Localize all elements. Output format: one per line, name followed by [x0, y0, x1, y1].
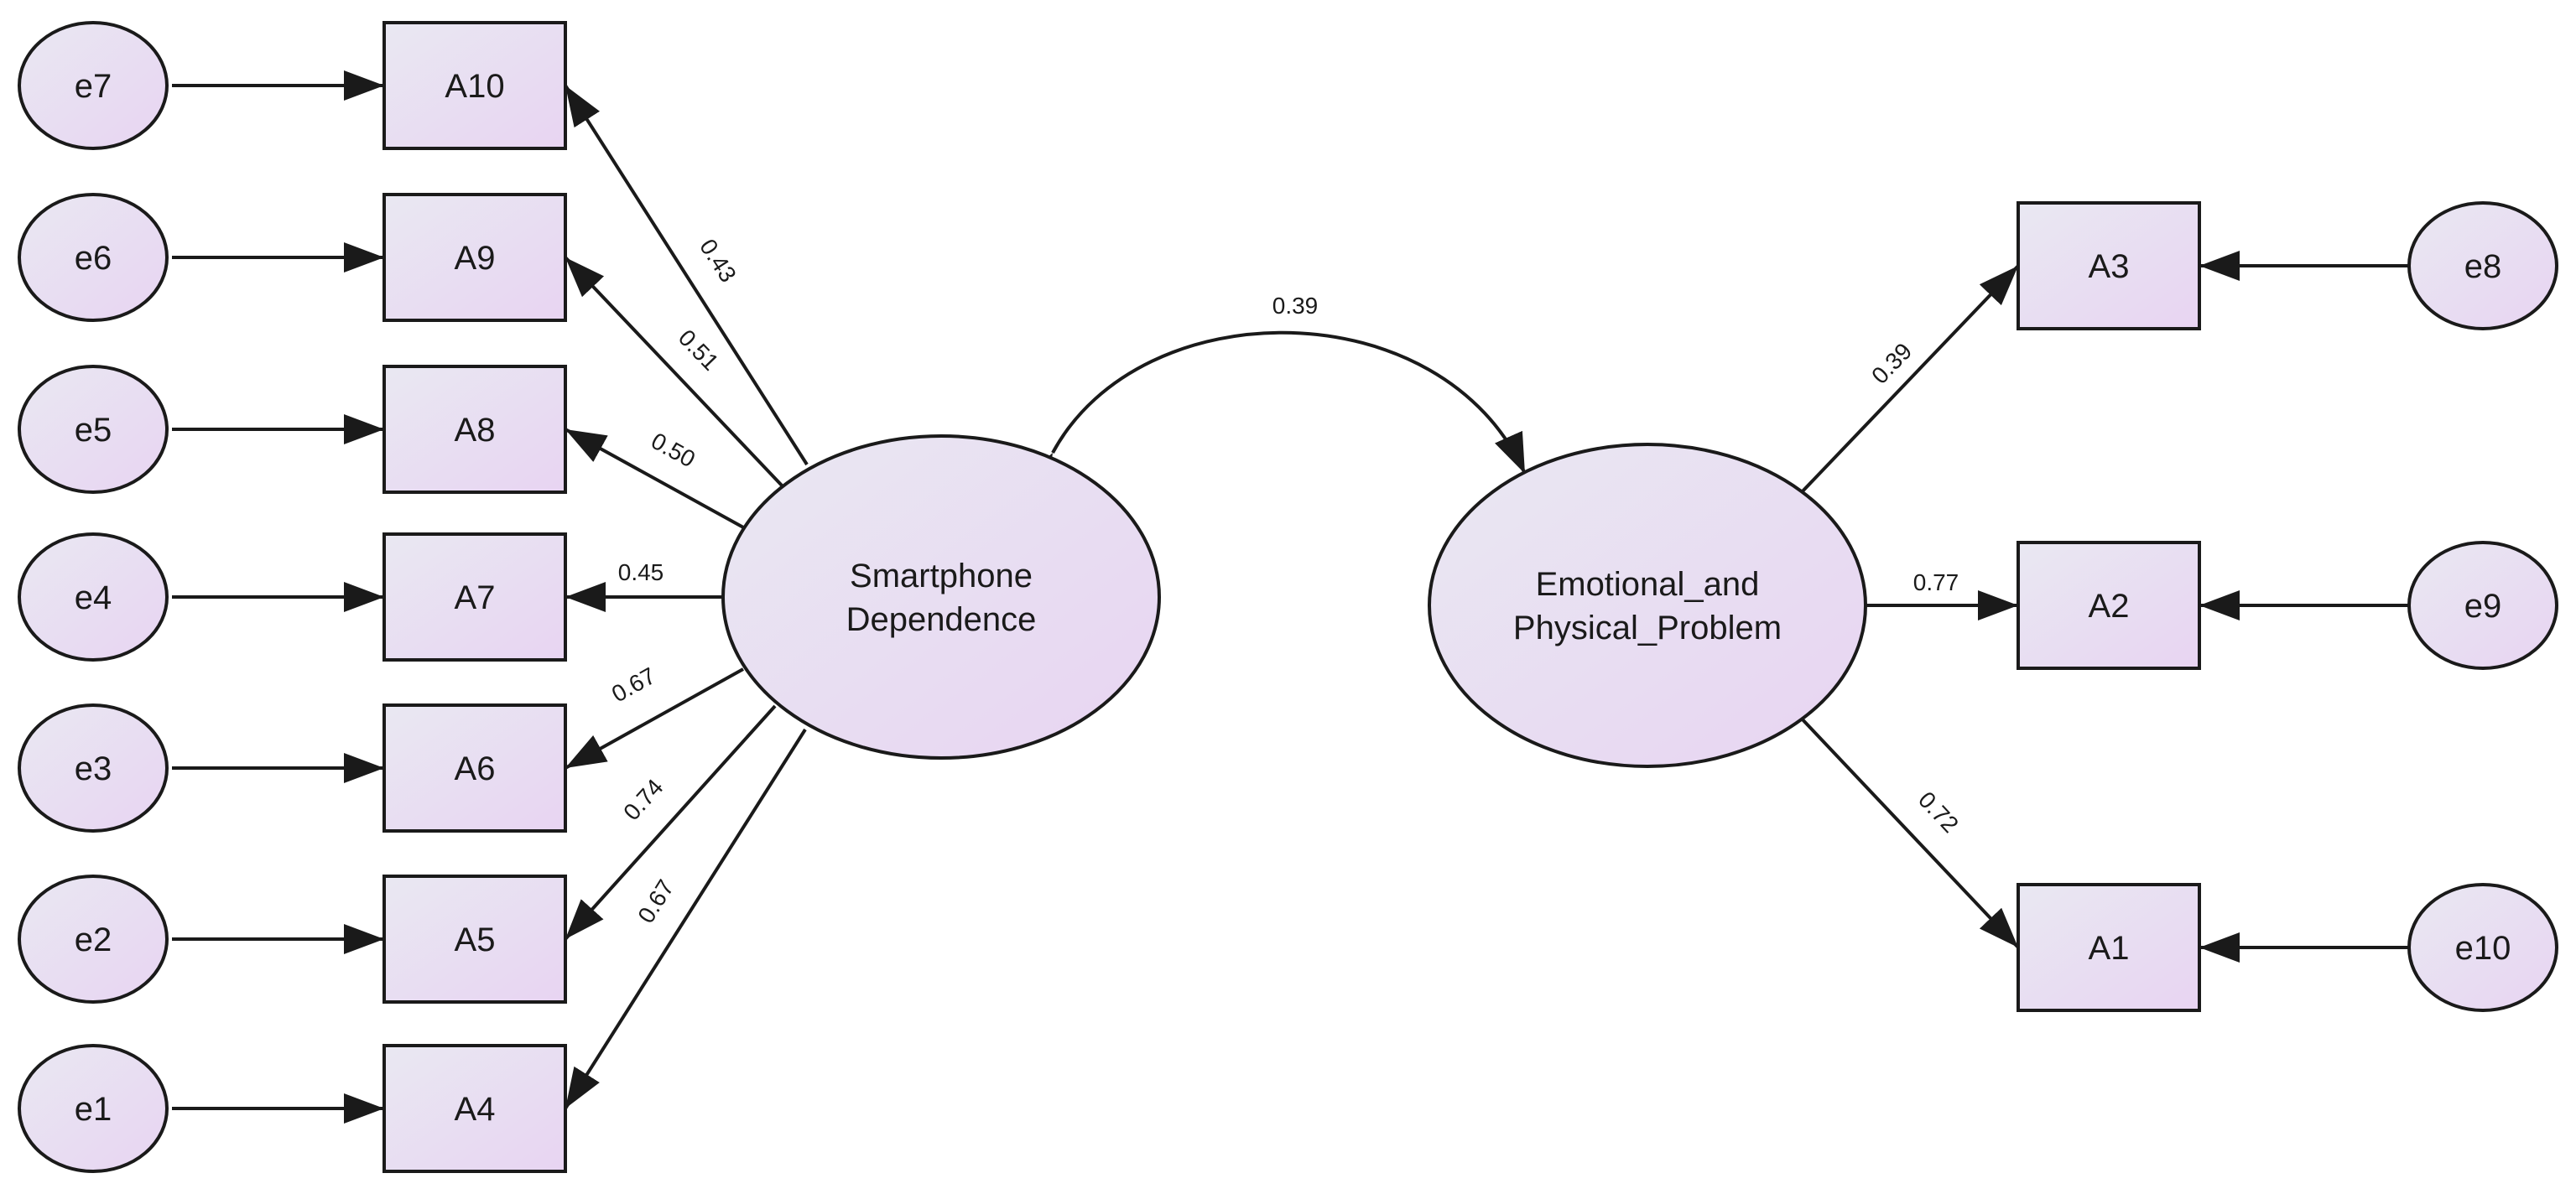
error-label-e1: e1 [75, 1091, 112, 1128]
error-label-e6: e6 [75, 240, 112, 277]
latent-label-emotional-line1: Emotional_and [1536, 566, 1760, 603]
loading-label-A5: 0.74 [618, 774, 669, 825]
latent-node-smartphone-dependence: Smartphone Dependence [721, 434, 1161, 760]
indicator-label-A3: A3 [2089, 248, 2130, 285]
loading-arrow-A9 [564, 256, 784, 488]
loading-arrow-A8 [565, 428, 746, 530]
error-node-e10: e10 [2407, 883, 2558, 1012]
latent-node-emotional-physical-problem: Emotional_and Physical_Problem [1428, 443, 1867, 768]
latent-label-smartphone-line2: Dependence [846, 601, 1037, 638]
indicator-label-A2: A2 [2089, 588, 2130, 625]
indicator-node-A2: A2 [2017, 541, 2201, 670]
error-label-e2: e2 [75, 921, 112, 958]
error-label-e3: e3 [75, 750, 112, 787]
loading-label-A2: 0.77 [1913, 569, 1959, 595]
loading-label-A4: 0.67 [632, 875, 679, 928]
error-label-e9: e9 [2464, 588, 2502, 625]
loading-arrow-A4 [564, 728, 807, 1110]
indicator-label-A9: A9 [455, 240, 496, 277]
error-node-e1: e1 [18, 1044, 169, 1173]
loading-arrow-A5 [564, 704, 777, 941]
error-node-e3: e3 [18, 703, 169, 833]
indicator-label-A1: A1 [2089, 930, 2130, 967]
loading-label-A8: 0.50 [647, 428, 700, 473]
loading-arrow-A1 [1798, 714, 2020, 949]
error-node-e9: e9 [2407, 541, 2558, 670]
loading-label-A6: 0.67 [607, 662, 660, 708]
indicator-node-A1: A1 [2017, 883, 2201, 1012]
error-label-e7: e7 [75, 68, 112, 105]
indicator-node-A4: A4 [382, 1044, 567, 1173]
loading-arrow-A6 [565, 667, 744, 770]
loading-arrow-A3 [1798, 264, 2020, 496]
loading-arrow-A10 [564, 84, 809, 466]
indicator-node-A3: A3 [2017, 201, 2201, 330]
indicator-label-A8: A8 [455, 412, 496, 449]
indicator-node-A7: A7 [382, 532, 567, 662]
loading-label-A10: 0.43 [695, 235, 742, 288]
error-label-e5: e5 [75, 412, 112, 449]
indicator-node-A8: A8 [382, 365, 567, 494]
error-node-e8: e8 [2407, 201, 2558, 330]
error-label-e4: e4 [75, 579, 112, 616]
error-node-e4: e4 [18, 532, 169, 662]
indicator-label-A5: A5 [455, 921, 496, 958]
indicator-label-A4: A4 [455, 1091, 496, 1128]
latent-label-smartphone-line1: Smartphone [850, 558, 1033, 594]
loading-label-A9: 0.51 [674, 324, 724, 376]
error-node-e5: e5 [18, 365, 169, 494]
indicator-label-A7: A7 [455, 579, 496, 616]
latent-label-emotional-line2: Physical_Problem [1513, 610, 1782, 646]
indicator-node-A10: A10 [382, 21, 567, 150]
indicator-node-A6: A6 [382, 703, 567, 833]
indicator-label-A10: A10 [445, 68, 504, 105]
error-node-e2: e2 [18, 875, 169, 1004]
error-label-e10: e10 [2455, 930, 2511, 967]
covariance-label: 0.39 [1272, 293, 1319, 319]
error-node-e7: e7 [18, 21, 169, 150]
error-node-e6: e6 [18, 193, 169, 322]
indicator-node-A5: A5 [382, 875, 567, 1004]
indicator-node-A9: A9 [382, 193, 567, 322]
loading-label-A7: 0.45 [618, 559, 664, 585]
error-label-e8: e8 [2464, 248, 2502, 285]
covariance-arrow [1020, 330, 1527, 496]
loading-label-A1: 0.72 [1913, 786, 1964, 838]
indicator-label-A6: A6 [455, 750, 496, 787]
